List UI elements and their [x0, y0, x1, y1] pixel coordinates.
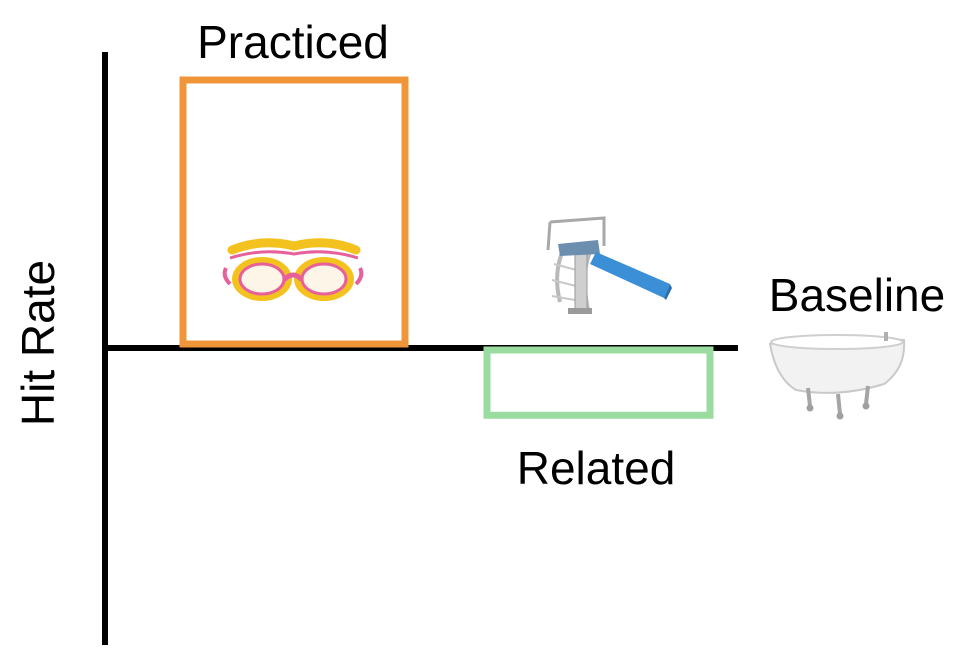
category-label-practiced: Practiced: [197, 16, 389, 68]
bar-practiced: [179, 76, 409, 348]
category-label-baseline: Baseline: [769, 269, 945, 321]
y-axis-label: Hit Rate: [12, 260, 64, 426]
swim-goggles-icon: [222, 238, 364, 301]
bar-related: [483, 346, 714, 419]
category-label-related: Related: [517, 442, 676, 494]
diving-board-icon: [546, 216, 672, 314]
bathtub-icon: [768, 332, 906, 420]
bars-group: [179, 76, 714, 419]
